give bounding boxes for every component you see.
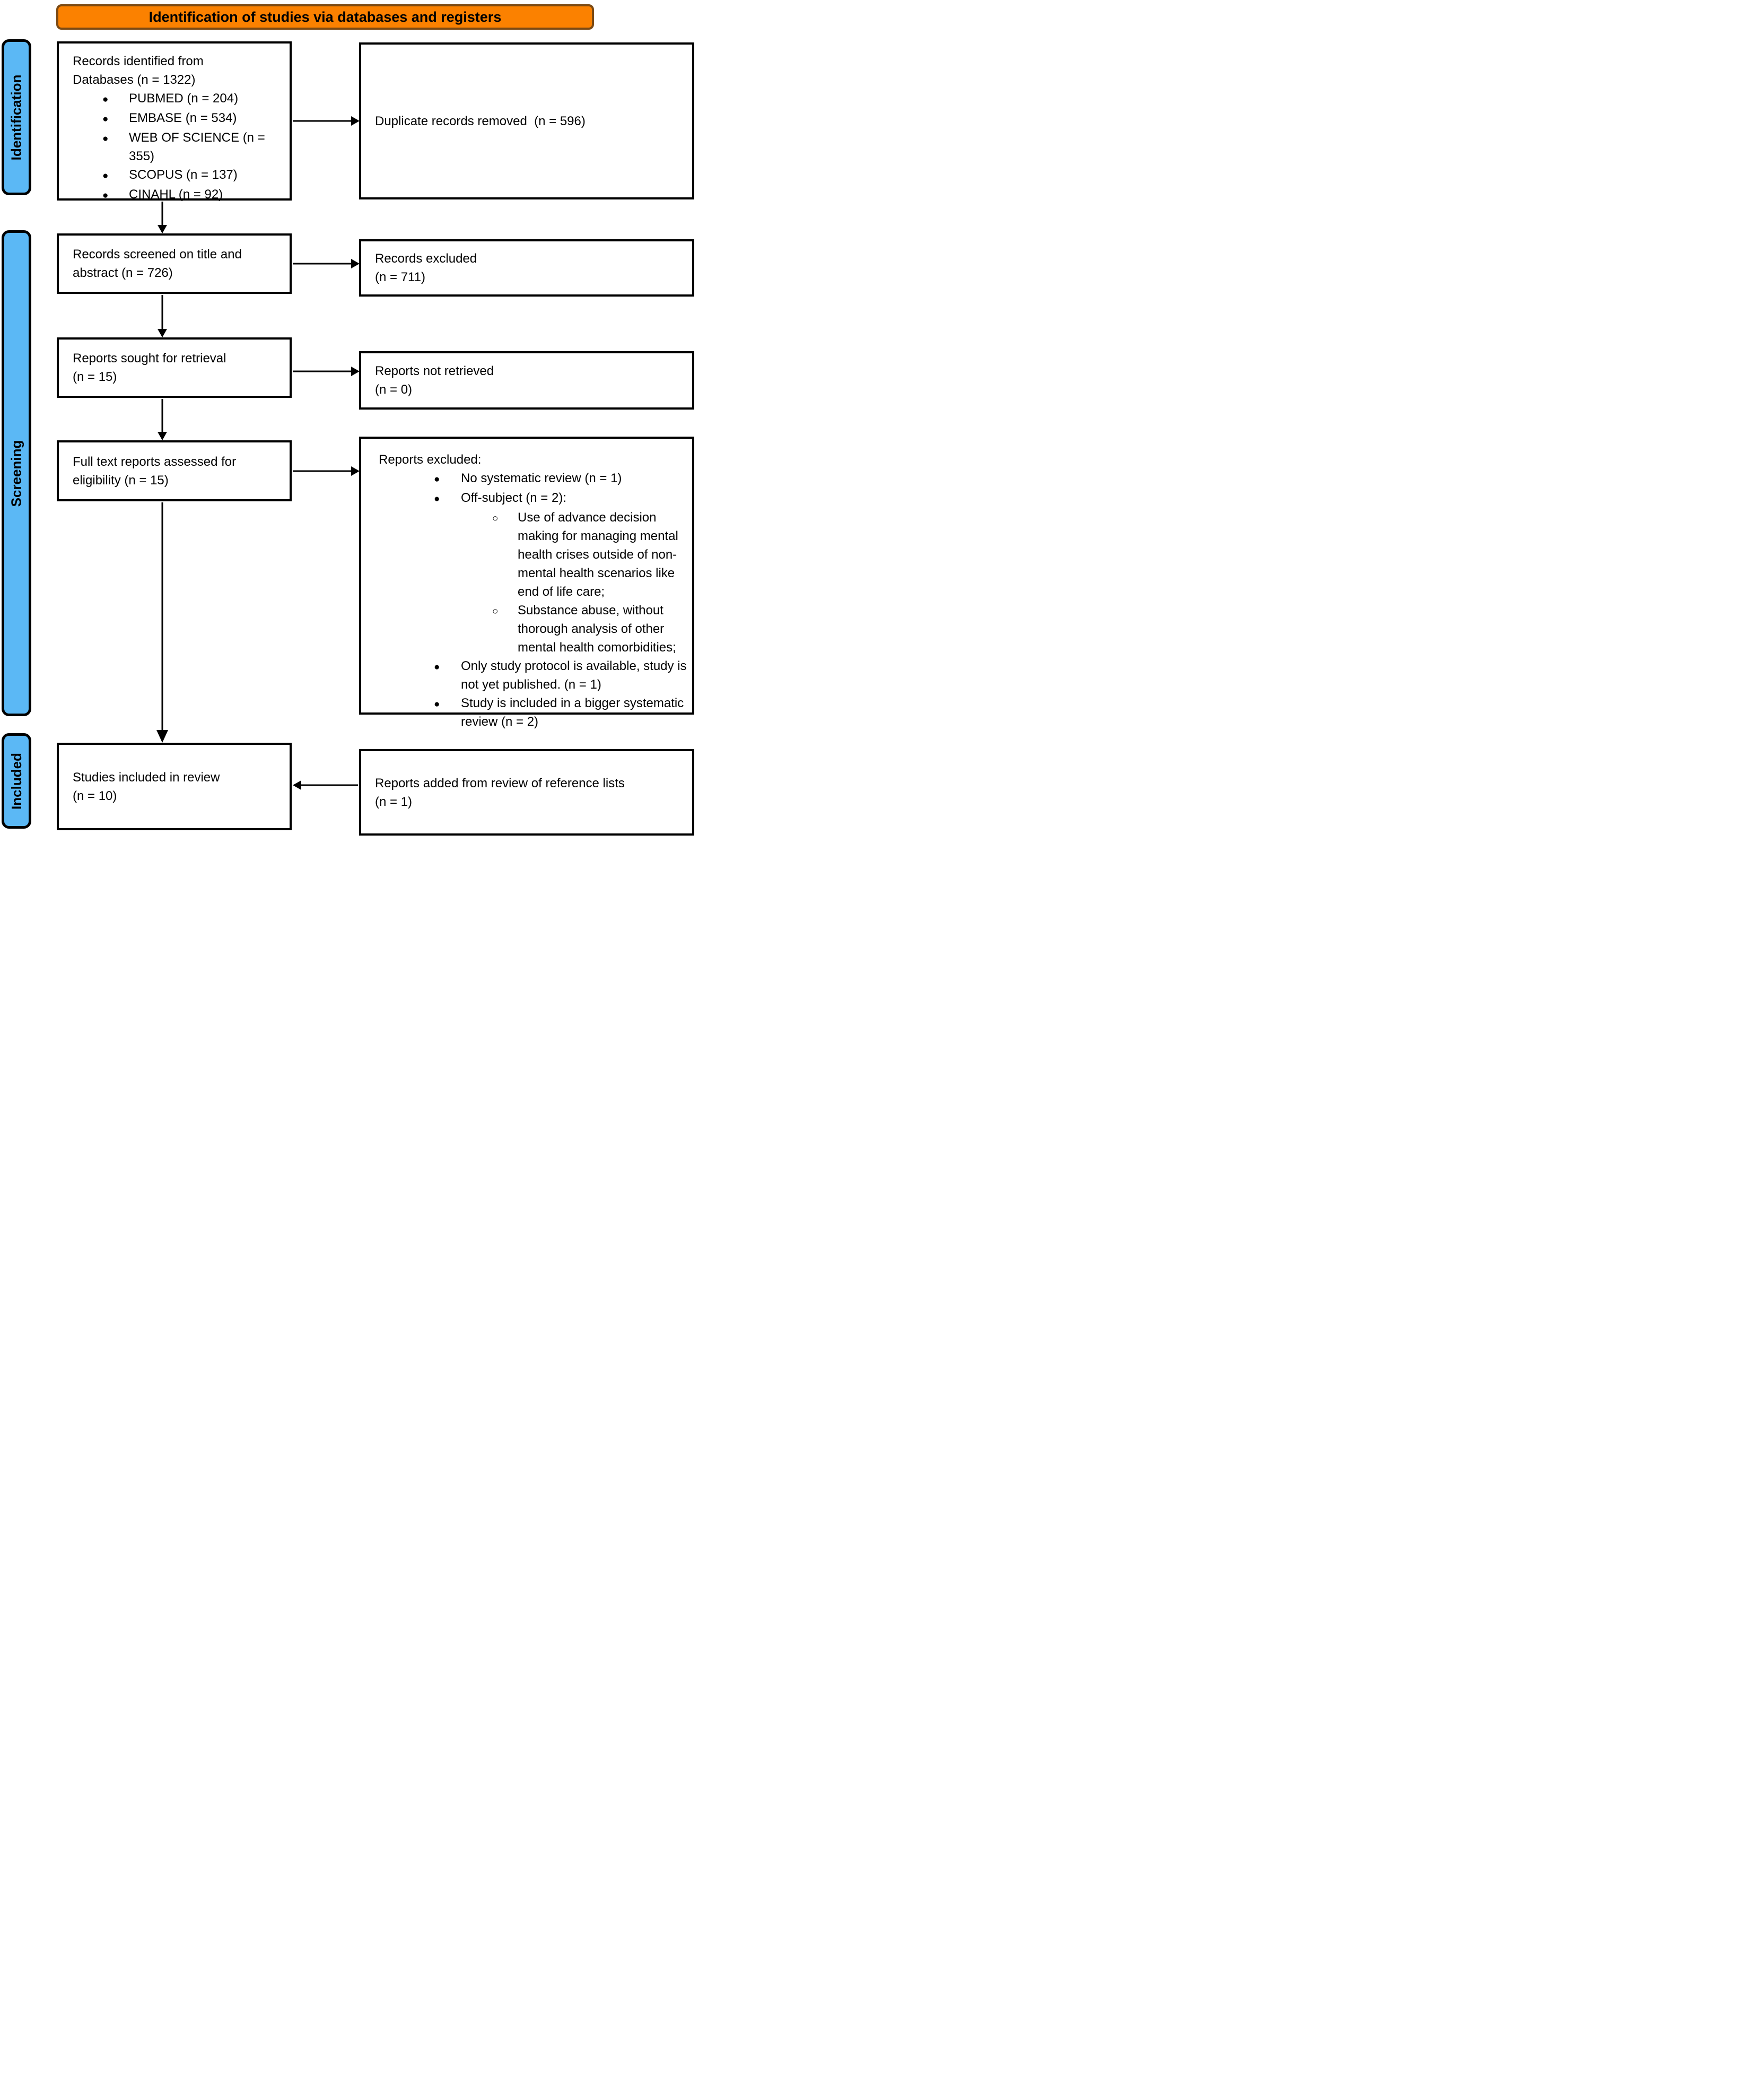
database-list-item: PUBMED (n = 204) [102, 89, 290, 109]
bullet-icon [102, 166, 129, 185]
arrow-full-text-to-included [156, 502, 168, 743]
arrow-identified-to-screened [158, 202, 167, 233]
arrow-screened-to-excluded [293, 259, 360, 268]
diagram-title-banner: Identification of studies via databases … [56, 4, 594, 30]
stage-bar-included: Included [2, 733, 31, 829]
bullet-icon [434, 657, 461, 676]
exclusion-reason-item: Only study protocol is available, study … [434, 657, 692, 694]
reason-protocol-only: Only study protocol is available, study … [461, 659, 691, 692]
arrow-screened-to-sought [158, 295, 167, 337]
arrow-sought-to-full-text [158, 399, 167, 440]
reason-bigger-review: Study is included in a bigger systematic… [461, 696, 687, 729]
exclusion-reason-subitem: Use of advance decision making for manag… [492, 508, 692, 601]
box-records-excluded: Records excluded (n = 711) [359, 239, 694, 297]
reason-off-subject: Off-subject (n = 2): [461, 491, 566, 505]
box-full-text-assessed: Full text reports assessed for eligibili… [57, 440, 292, 501]
exclusion-reason-subitem: Substance abuse, without thorough analys… [492, 601, 692, 657]
box-records-identified: Records identified from Databases (n = 1… [57, 41, 292, 202]
database-list-item: SCOPUS (n = 137) [102, 166, 290, 185]
studies-included-text: Studies included in review (n = 10) [73, 770, 220, 803]
duplicates-removed-text: Duplicate records removed (n = 596) [375, 114, 586, 128]
database-pubmed: PUBMED (n = 204) [129, 91, 239, 106]
exclusion-reason-item: No systematic review (n = 1) [434, 469, 692, 489]
database-list-item: EMBASE (n = 534) [102, 109, 290, 128]
records-identified-heading: Records identified from Databases (n = 1… [73, 54, 204, 87]
box-reports-sought: Reports sought for retrieval (n = 15) [57, 337, 292, 398]
stage-label-identification: Identification [8, 74, 24, 160]
diagram-title: Identification of studies via databases … [149, 8, 502, 25]
reason-no-systematic-review: No systematic review (n = 1) [461, 471, 622, 485]
reason-advance-decision: Use of advance decision making for manag… [518, 510, 682, 599]
bullet-icon [102, 89, 129, 109]
arrow-identified-to-duplicates [293, 116, 360, 126]
stage-bar-screening: Screening [2, 230, 31, 716]
reports-sought-text: Reports sought for retrieval (n = 15) [73, 351, 226, 384]
database-list-item: CINAHL (n = 92) [102, 185, 290, 205]
reports-excluded-heading: Reports excluded: [379, 453, 482, 467]
bullet-icon [102, 128, 129, 148]
bullet-icon [102, 109, 129, 128]
stage-bar-identification: Identification [2, 39, 31, 195]
prisma-flow-diagram: Identification of studies via databases … [0, 0, 705, 838]
box-duplicates-removed: Duplicate records removed (n = 596) [359, 42, 694, 199]
bullet-icon [434, 694, 461, 714]
exclusion-reason-item: Off-subject (n = 2): [434, 489, 692, 508]
reports-added-text: Reports added from review of reference l… [375, 776, 625, 809]
database-scopus: SCOPUS (n = 137) [129, 168, 238, 182]
reports-not-retrieved-text: Reports not retrieved (n = 0) [375, 364, 494, 397]
records-screened-text: Records screened on title and abstract (… [73, 247, 242, 280]
box-reports-excluded-reasons: Reports excluded: No systematic review (… [359, 437, 694, 729]
stage-label-included: Included [8, 752, 24, 810]
arrow-reference-lists-to-included [293, 780, 358, 790]
database-web-of-science: WEB OF SCIENCE (n = 355) [129, 131, 265, 163]
stage-label-screening: Screening [8, 440, 24, 507]
bullet-icon [434, 489, 461, 508]
arrow-full-text-to-excluded-reasons [293, 466, 360, 476]
box-studies-included: Studies included in review (n = 10) [57, 743, 292, 830]
circle-bullet-icon [492, 508, 518, 528]
box-reports-added: Reports added from review of reference l… [359, 749, 694, 836]
circle-bullet-icon [492, 601, 518, 621]
database-list-item: WEB OF SCIENCE (n = 355) [102, 128, 290, 166]
bullet-icon [434, 469, 461, 489]
arrow-sought-to-not-retrieved [293, 367, 360, 376]
box-records-screened: Records screened on title and abstract (… [57, 233, 292, 294]
records-excluded-text: Records excluded (n = 711) [375, 251, 477, 284]
reason-substance-abuse: Substance abuse, without thorough analys… [518, 603, 676, 655]
exclusion-reason-item: Study is included in a bigger systematic… [434, 694, 692, 731]
bullet-icon [102, 185, 129, 205]
database-embase: EMBASE (n = 534) [129, 111, 237, 125]
database-cinahl: CINAHL (n = 92) [129, 187, 223, 202]
box-reports-not-retrieved: Reports not retrieved (n = 0) [359, 351, 694, 410]
full-text-assessed-text: Full text reports assessed for eligibili… [73, 454, 237, 488]
